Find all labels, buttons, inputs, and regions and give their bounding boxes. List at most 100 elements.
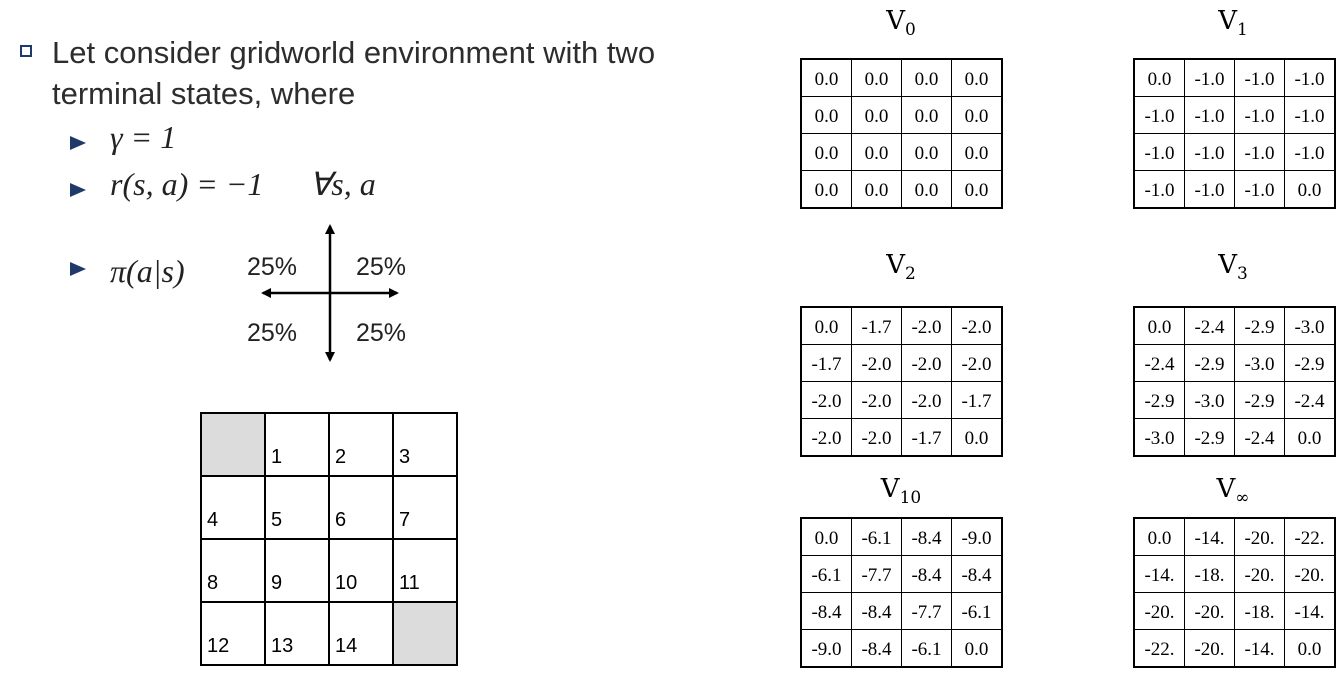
grid-row: 4 5 6 7 [200, 475, 458, 540]
value-row: 0.0-1.7-2.0-2.0 [800, 306, 1003, 345]
value-cell: -7.7 [851, 555, 902, 593]
value-cell: 0.0 [800, 517, 852, 556]
value-cell: -8.4 [901, 555, 952, 593]
value-cell: -2.0 [800, 418, 852, 457]
state-cell: 12 [200, 601, 266, 666]
value-table: 0.0-2.4-2.9-3.0-2.4-2.9-3.0-2.9-2.9-3.0-… [1133, 306, 1336, 457]
value-cell: -1.0 [1133, 170, 1185, 209]
value-cell: -8.4 [851, 592, 902, 630]
value-cell: -1.0 [1133, 96, 1185, 134]
value-cell: 0.0 [1284, 418, 1336, 457]
state-cell: 1 [264, 412, 330, 477]
value-row: -1.7-2.0-2.0-2.0 [800, 344, 1003, 382]
state-cell: 4 [200, 475, 266, 540]
value-cell: 0.0 [1133, 58, 1185, 97]
bullet-arrow-icon [70, 183, 86, 197]
gamma-formula: γ = 1 [110, 119, 177, 155]
bullet-arrow-icon [70, 262, 86, 276]
value-cell: -6.1 [901, 629, 952, 668]
value-row: -1.0-1.0-1.0-1.0 [1133, 133, 1336, 171]
value-cell: 0.0 [1284, 629, 1336, 668]
value-cell: 0.0 [800, 133, 852, 171]
value-cell: 0.0 [901, 58, 952, 97]
value-table: 0.0-1.0-1.0-1.0-1.0-1.0-1.0-1.0-1.0-1.0-… [1133, 58, 1336, 209]
value-cell: -2.9 [1284, 344, 1336, 382]
policy-formula: π(a|s) [110, 253, 185, 289]
state-cell: 2 [328, 412, 394, 477]
value-cell: 0.0 [951, 96, 1003, 134]
value-cell: 0.0 [851, 96, 902, 134]
value-table-title: V1 [1218, 6, 1248, 41]
value-cell: 0.0 [800, 306, 852, 345]
value-cell: -2.0 [800, 381, 852, 419]
value-cell: -20. [1184, 629, 1235, 668]
value-cell: -8.4 [851, 629, 902, 668]
value-cell: -1.0 [1184, 170, 1235, 209]
value-cell: -14. [1284, 592, 1336, 630]
value-cell: -1.0 [1284, 133, 1336, 171]
value-cell: -1.0 [1234, 96, 1285, 134]
value-cell: -8.4 [951, 555, 1003, 593]
value-cell: -2.0 [951, 306, 1003, 345]
value-table-title: V3 [1218, 250, 1248, 285]
value-cell: -20. [1284, 555, 1336, 593]
state-cell: 11 [392, 538, 458, 603]
value-cell: -3.0 [1234, 344, 1285, 382]
value-cell: -2.9 [1234, 381, 1285, 419]
value-cell: -2.9 [1234, 306, 1285, 345]
value-row: 0.0-2.4-2.9-3.0 [1133, 306, 1336, 345]
policy-arrows-icon [261, 224, 399, 362]
value-row: -22.-20.-14.0.0 [1133, 629, 1336, 668]
value-cell: 0.0 [951, 418, 1003, 457]
value-cell: -1.0 [1234, 58, 1285, 97]
value-table: 0.0-6.1-8.4-9.0-6.1-7.7-8.4-8.4-8.4-8.4-… [800, 517, 1003, 668]
value-cell: -22. [1284, 517, 1336, 556]
value-table-title: V0 [886, 6, 916, 41]
value-cell: -2.0 [901, 381, 952, 419]
value-cell: -2.4 [1184, 306, 1235, 345]
value-cell: 0.0 [951, 629, 1003, 668]
value-cell: 0.0 [901, 170, 952, 209]
value-cell: -1.7 [901, 418, 952, 457]
policy-pct-top-right: 25% [356, 253, 407, 281]
value-table: 0.0-14.-20.-22.-14.-18.-20.-20.-20.-20.-… [1133, 517, 1336, 668]
value-row: -2.0-2.0-2.0-1.7 [800, 381, 1003, 419]
state-cell: 9 [264, 538, 330, 603]
value-row: 0.0-14.-20.-22. [1133, 517, 1336, 556]
value-cell: -3.0 [1284, 306, 1336, 345]
checkbox-bullet-icon [20, 45, 32, 57]
value-cell: -3.0 [1133, 418, 1185, 457]
value-cell: -7.7 [901, 592, 952, 630]
value-cell: -20. [1234, 555, 1285, 593]
value-cell: -1.0 [1184, 96, 1235, 134]
value-cell: -14. [1234, 629, 1285, 668]
intro-text: Let consider gridworld environment with … [52, 35, 656, 111]
value-cell: -1.7 [951, 381, 1003, 419]
terminal-state-cell [392, 601, 458, 666]
policy-pct-bottom-right: 25% [356, 319, 407, 347]
bullet-arrow-icon [70, 136, 86, 150]
value-row: -20.-20.-18.-14. [1133, 592, 1336, 630]
value-cell: 0.0 [851, 58, 902, 97]
value-cell: 0.0 [1284, 170, 1336, 209]
value-cell: -1.0 [1284, 96, 1336, 134]
value-cell: -2.0 [951, 344, 1003, 382]
value-cell: -2.4 [1133, 344, 1185, 382]
value-row: -14.-18.-20.-20. [1133, 555, 1336, 593]
value-cell: -9.0 [951, 517, 1003, 556]
value-cell: -20. [1184, 592, 1235, 630]
state-grid: 1 2 3 4 5 6 7 8 9 10 11 12 13 14 [200, 412, 458, 666]
reward-expression: r(s, a) = −1 [110, 166, 264, 202]
state-cell: 7 [392, 475, 458, 540]
state-cell: 3 [392, 412, 458, 477]
value-cell: -14. [1133, 555, 1185, 593]
grid-row: 1 2 3 [200, 412, 458, 477]
grid-row: 8 9 10 11 [200, 538, 458, 603]
value-cell: 0.0 [951, 58, 1003, 97]
